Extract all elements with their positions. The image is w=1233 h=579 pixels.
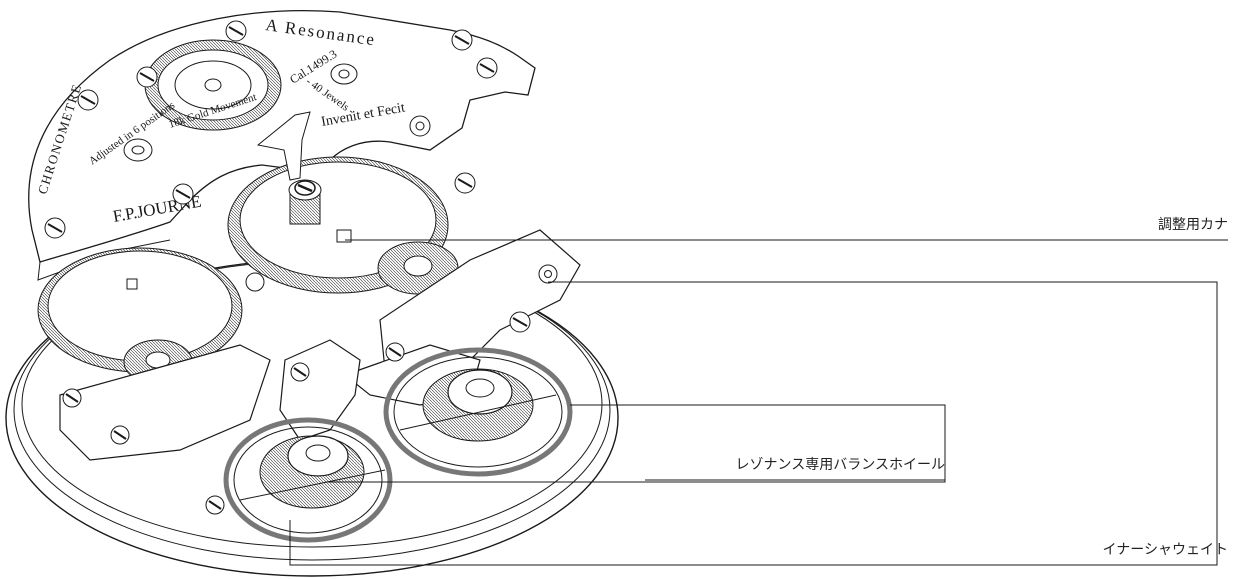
callout-inertia-weight: イナーシャウェイト	[1103, 542, 1228, 558]
callout-leaders	[289, 239, 1228, 566]
balance-wheel-left	[223, 417, 393, 543]
jewel-setting	[123, 63, 358, 162]
regulating-pinion	[256, 111, 352, 243]
balance-wheel-right	[383, 347, 573, 477]
callout-regulating-pinion: 調整用カナ	[1158, 217, 1228, 233]
callout-resonance-balance-wheel: レゾナンス専用バランスホイール	[736, 457, 945, 473]
gear-train-left	[37, 247, 243, 373]
plate-screws	[62, 172, 558, 515]
gold-wheel	[144, 39, 282, 131]
bridge-screws	[44, 20, 498, 239]
